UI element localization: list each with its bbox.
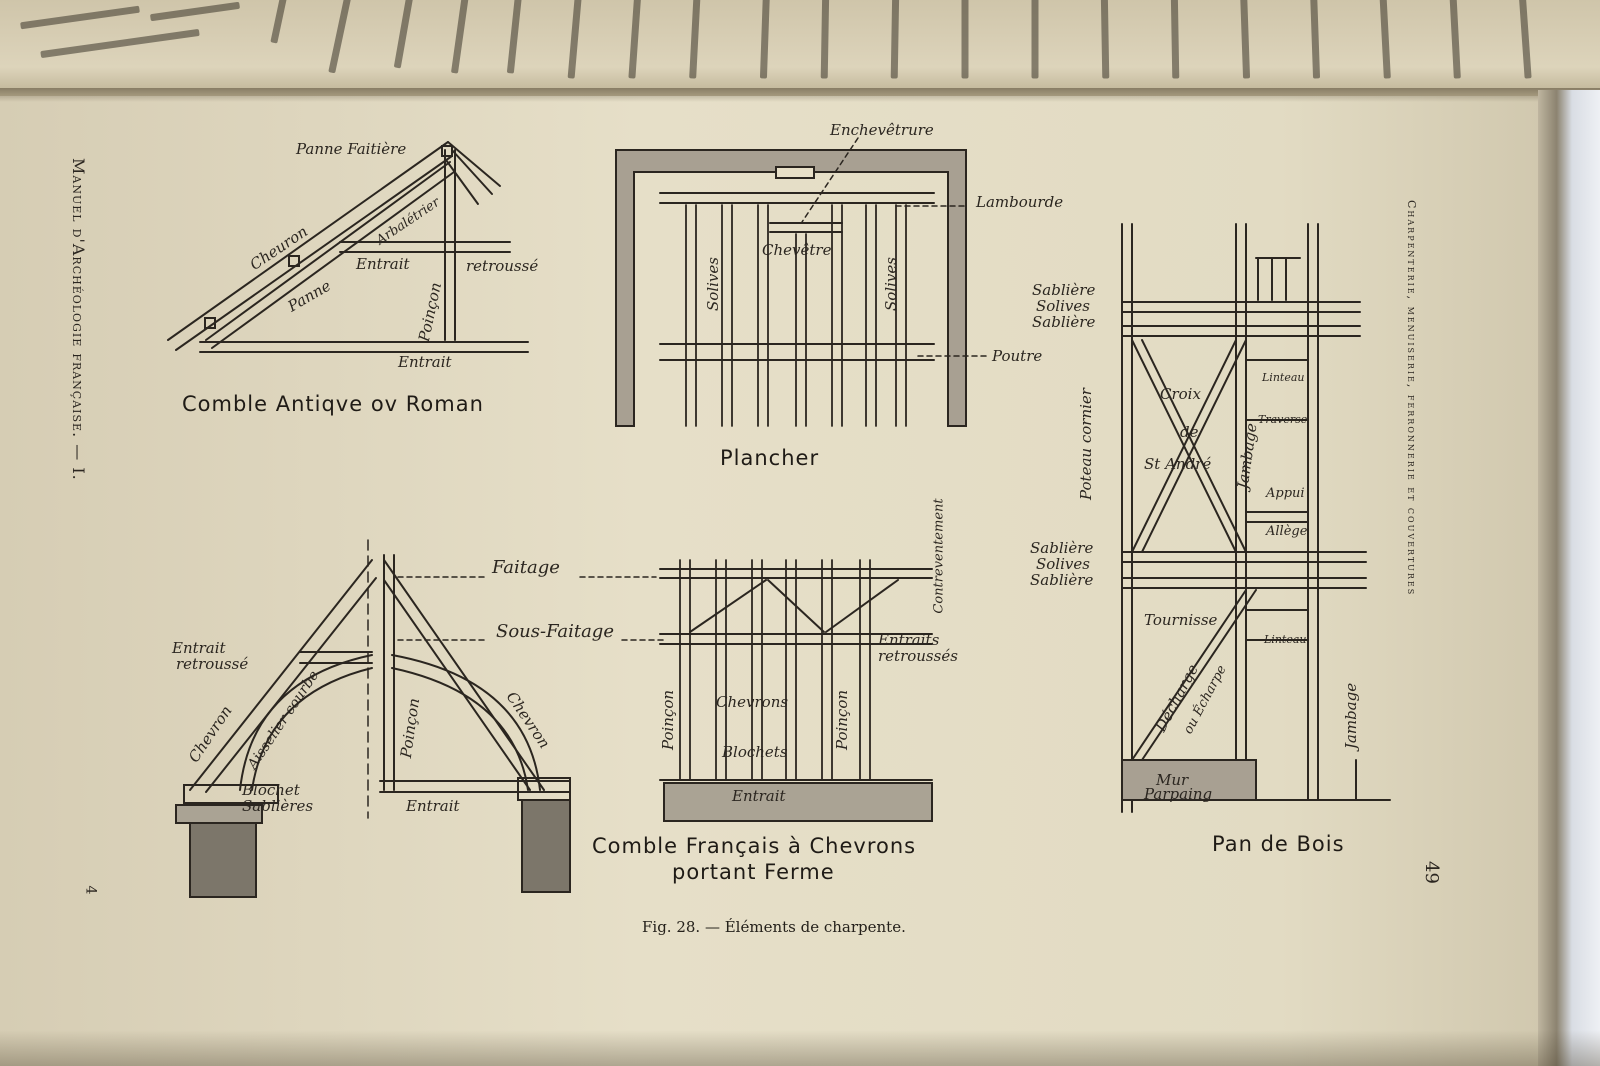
label-poteau-cornier: Poteau cornier [1076,388,1095,500]
label-jambage-lower: Jambage [1342,682,1361,750]
label-linteau-upper: Linteau [1262,371,1305,384]
floor-drawing [615,137,987,427]
caption-timber-wall: Pan de Bois [1212,832,1345,856]
label-enchevetrure: Enchevêtrure [830,121,934,139]
label-traverse: Traverse [1258,413,1308,426]
label-linteau-lower: Linteau [1264,633,1307,646]
label-sabliere-mid-2: Sablière [1030,571,1094,589]
label-appui: Appui [1266,486,1305,501]
label-solives-right: Solives [881,257,900,311]
label-solives-top: Solives [1036,297,1090,315]
label-contreventement: Contreventement [931,498,947,614]
upper-page-text-strip [0,0,1600,96]
page-bottom-shadow [0,1030,1600,1066]
figure-caption: Fig. 28. — Éléments de charpente. [642,918,906,936]
label-croix: Croix [1160,385,1201,403]
caption-french-roof-1: Comble Français à Chevrons [592,834,917,858]
label-solives-left: Solives [703,257,722,311]
label-entraits-retrousses-2: retroussés [878,647,958,665]
timber-wall-drawing [1121,223,1391,813]
label-mur: Mur [1156,771,1189,789]
label-entraits-retrousses-1: Entraits [878,631,940,649]
label-sous-faitage: Sous-Faitage [496,621,614,642]
label-allege: Allège [1266,524,1308,539]
label-chevetre: Chevêtre [762,241,832,259]
french-roof-drawing [175,539,933,898]
label-entrait-retrousse-1: Entrait [172,639,226,657]
label-parpaing: Parpaing [1144,785,1213,803]
label-lambourde: Lambourde [976,193,1064,211]
label-tournisse: Tournisse [1144,611,1218,629]
label-poincon-elev-right: Poinçon [833,689,852,751]
label-blochet: Blochet [242,781,300,799]
page-number: 49 [1420,861,1442,884]
label-chevrons: Chevrons [716,693,789,711]
label-entrait-lower: Entrait [398,353,452,371]
running-head-left: Manuel d'Archéologie française. — I. [69,158,88,481]
label-solives-mid: Solives [1036,555,1090,573]
roman-roof-drawing [167,141,529,353]
label-entrait-upper: Entrait [356,255,410,273]
label-poincon-elev-left: Poinçon [659,689,678,751]
label-sabliere-top-1: Sablière [1032,281,1096,299]
caption-roman-roof: Comble Antiqve ov Roman [182,392,484,416]
label-sablieres: Sablières [242,797,314,815]
label-poutre: Poutre [992,347,1043,365]
caption-french-roof-2: portant Ferme [672,860,835,884]
label-faitage: Faitage [492,557,560,578]
caption-floor: Plancher [720,446,820,470]
signature-mark: 4 [82,885,99,895]
label-retrousse: retroussé [466,257,539,275]
label-entrait-bottom-left: Entrait [406,797,460,815]
label-sabliere-mid-1: Sablière [1030,539,1094,557]
label-entrait-elev: Entrait [732,787,786,805]
page-edge [1538,90,1600,1066]
label-sabliere-top-2: Sablière [1032,313,1096,331]
label-entrait-retrousse-2: retroussé [176,655,249,673]
label-blochets: Blochets [722,743,788,761]
label-panne-faitiere: Panne Faitière [296,140,407,158]
label-st-andre: St André [1144,455,1212,473]
page-gutter-shadow [0,88,1600,102]
label-de: de [1180,423,1199,441]
running-head-right: Charpenterie, menuiserie, ferronnerie et… [1405,200,1418,597]
